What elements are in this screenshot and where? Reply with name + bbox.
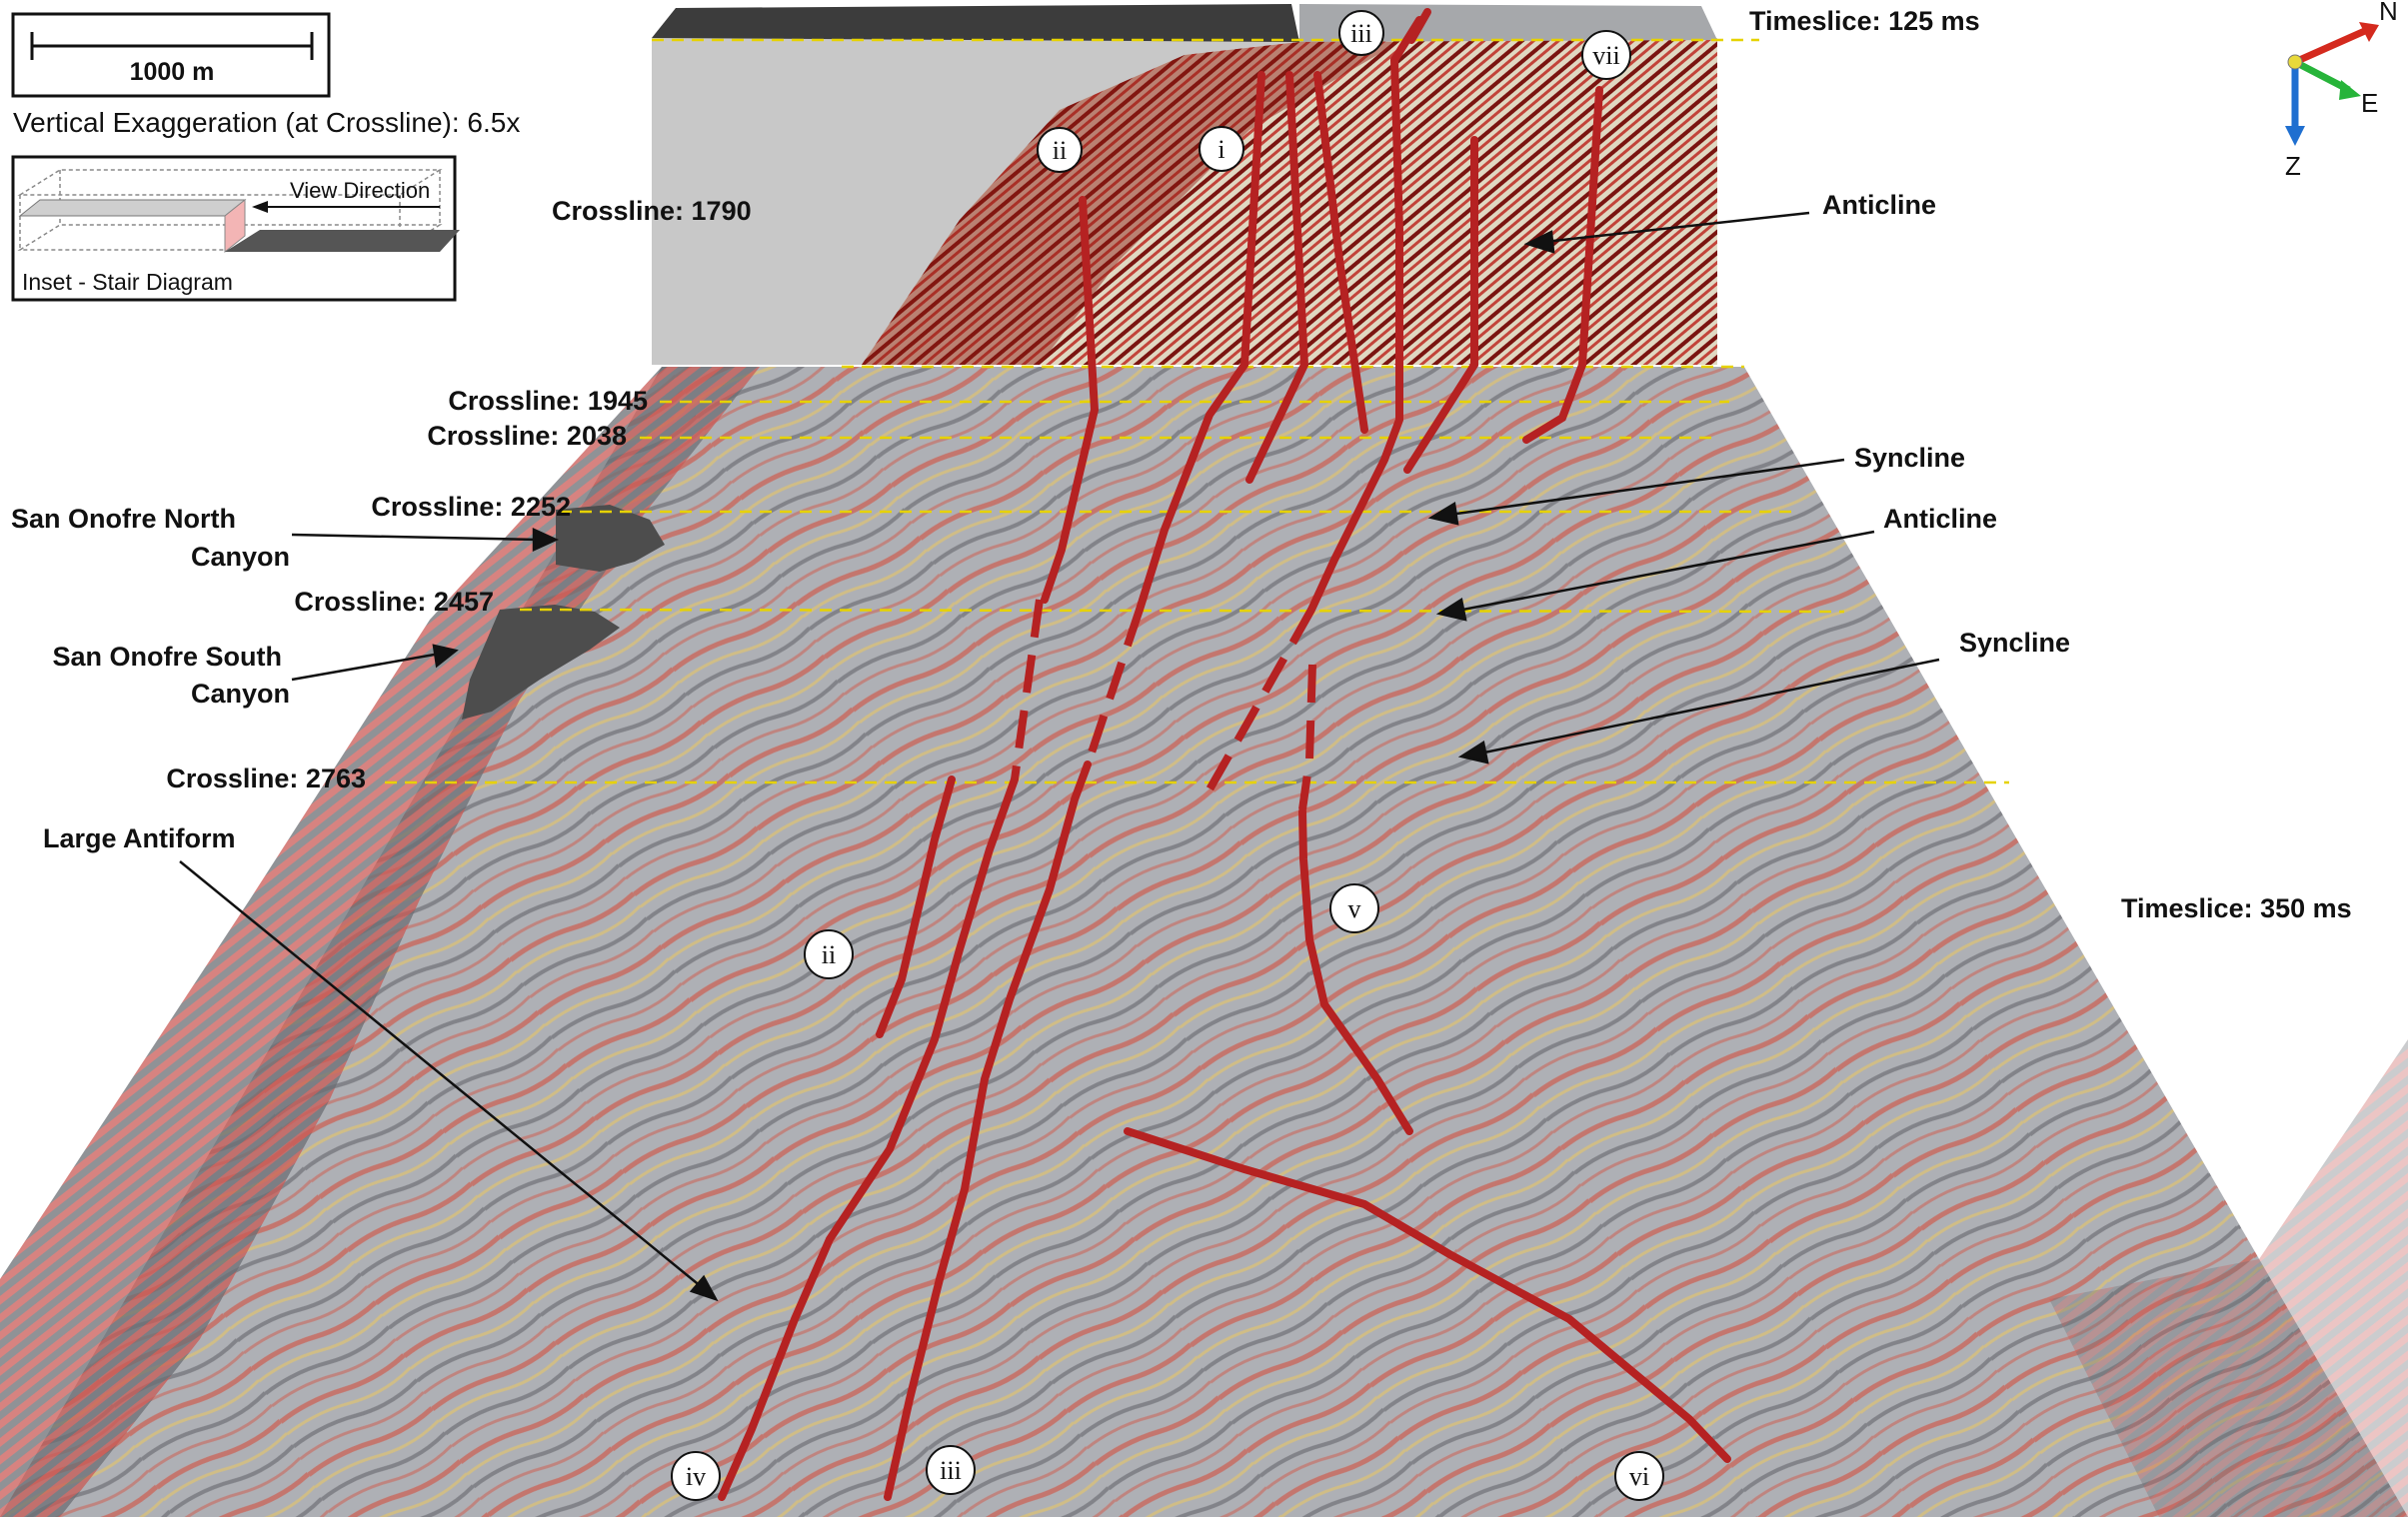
fault-label-markers: ii i iii vii ii v iv iii [671,10,1664,1501]
scale-bar: 1000 m [11,12,331,98]
svg-text:iii: iii [940,1456,962,1485]
scale-bar-label: 1000 m [130,58,215,86]
fault-traces [718,8,1731,1501]
north-canyon [556,505,665,572]
anticline-lower-label: Anticline [1883,504,1997,534]
top-timeslice-surface [652,4,1717,42]
south-canyon [462,605,620,720]
vertical-exaggeration-label: Vertical Exaggeration (at Crossline): 6.… [13,107,520,138]
svg-text:v: v [1348,894,1361,923]
fault-label-top-i: i [1199,126,1244,172]
fault-ii-dashed [1011,599,1044,780]
fault-label-bot-vi: vi [1614,1451,1664,1501]
fault-v-lower [1298,807,1413,1135]
fault-i-wall [1136,71,1265,614]
inset-stair-diagram: View Direction Inset - Stair Diagram [11,155,460,302]
svg-text:ii: ii [1053,136,1067,165]
north-canyon-label-line1: San Onofre North [11,504,236,534]
svg-text:iii: iii [1350,19,1372,48]
fault-label-top-ii: ii [1037,127,1083,173]
crossline-2763-label: Crossline: 2763 [166,763,366,793]
fault-short-wall [1313,71,1368,434]
fault-iv-dashed [1084,608,1144,766]
svg-text:iv: iv [686,1462,706,1491]
fault-iii-lower [884,760,1092,1501]
fault-label-bot-iv: iv [671,1451,721,1501]
inset-caption: Inset - Stair Diagram [22,269,233,295]
crossline-1790-wall [652,38,1717,365]
north-canyon-label-line2: Canyon [191,542,290,572]
anticline-upper-label: Anticline [1822,190,1936,220]
fault-ii-lower [876,775,956,1038]
arrow-north-canyon [291,528,560,552]
syncline-upper-label: Syncline [1854,443,1965,473]
fault-iii-top [1407,8,1431,44]
fault-label-bot-iii: iii [926,1445,976,1495]
fault-ridge-wall [1307,16,1423,614]
crossline-2038-label: Crossline: 2038 [427,421,627,451]
large-antiform-label: Large Antiform [43,823,236,853]
arrow-syncline-lower [1457,658,1940,764]
compass-east-label: E [2361,88,2378,118]
fault-iv-lower [718,775,1019,1501]
fault-iii-dashed [1205,608,1315,791]
crossline-1945-label: Crossline: 1945 [448,386,648,416]
compass-north-label: N [2379,0,2398,26]
compass-east-axis [2293,58,2351,94]
svg-text:ii: ii [822,940,836,969]
bottom-timeslice-surface [0,367,2408,1517]
svg-text:vii: vii [1592,41,1619,70]
crossline-2457-label: Crossline: 2457 [294,587,494,617]
south-canyon-label-line2: Canyon [191,679,290,709]
svg-text:i: i [1217,135,1224,164]
arrow-anticline-upper [1523,211,1810,254]
arrow-large-antiform [179,860,719,1302]
fault-label-mid-ii: ii [804,929,854,979]
crossline-1790-label: Crossline: 1790 [552,196,752,226]
fault-vii-wall [1522,86,1603,444]
fault-iii-wall [1245,71,1309,484]
view-direction-label: View Direction [290,178,430,203]
fault-traces-dashed [1011,599,1316,810]
fault-mid-wall [1403,136,1478,474]
arrow-syncline-upper [1427,458,1845,526]
crossline-2252-label: Crossline: 2252 [371,492,571,522]
compass: N E Z [2285,0,2398,181]
fault-label-mid-v: v [1329,883,1379,933]
timeslice-350-label: Timeslice: 350 ms [2121,893,2352,923]
arrow-anticline-lower [1435,530,1875,622]
fault-v-dashed [1298,664,1316,810]
svg-text:vi: vi [1629,1462,1649,1491]
crossline-guides [385,38,2009,784]
syncline-lower-label: Syncline [1959,628,2070,658]
annotation-arrows [179,211,1940,1302]
south-canyon-label-line1: San Onofre South [53,642,283,672]
fault-ii-wall [1041,196,1100,604]
fault-label-top-iii: iii [1338,10,1384,56]
timeslice-125-label: Timeslice: 125 ms [1749,6,1980,36]
guide-crossline-2457 [519,608,1845,614]
fault-vi-lower [1124,1127,1731,1463]
compass-north-axis [2293,26,2369,66]
fault-label-top-vii: vii [1581,30,1631,80]
compass-down-label: Z [2285,151,2301,181]
arrow-south-canyon [291,644,459,682]
